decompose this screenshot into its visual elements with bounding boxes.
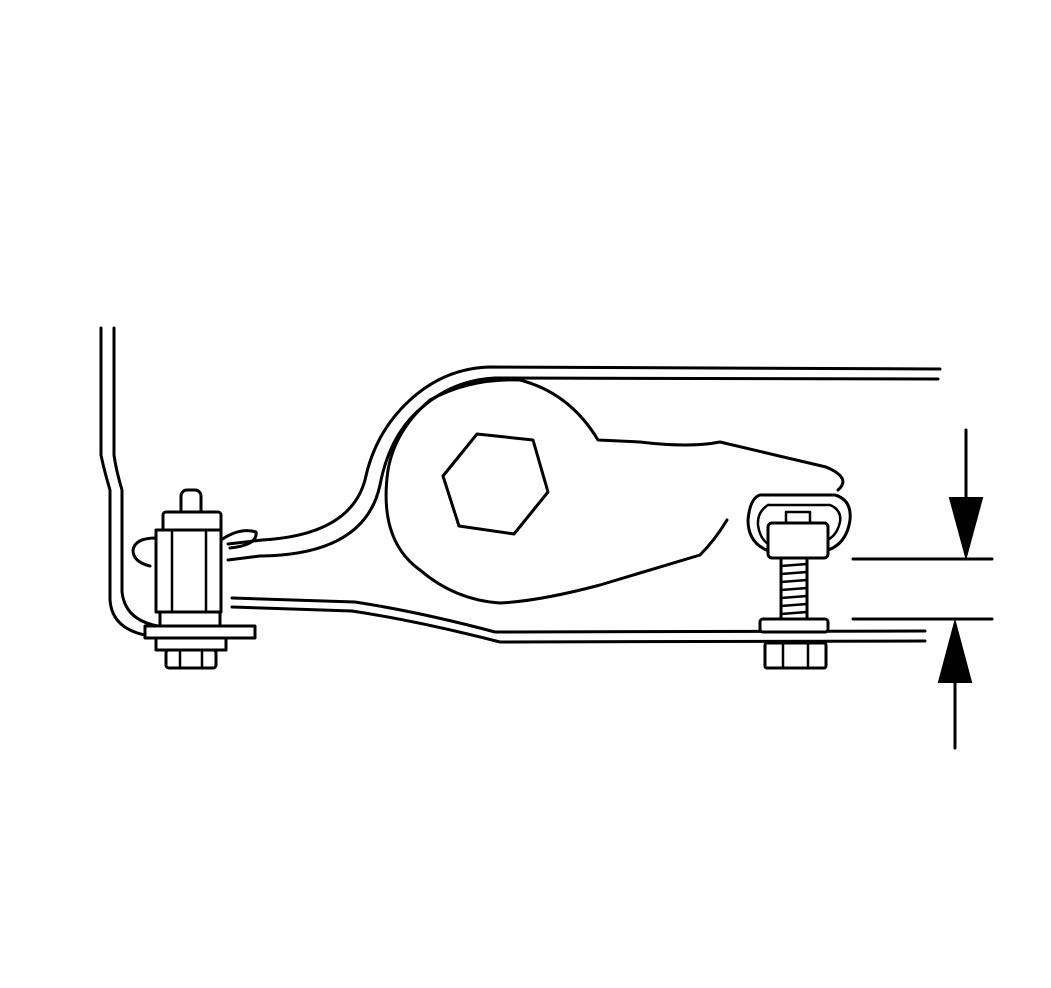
mounting-bracket [131,488,258,670]
frame-vertical-member [99,326,232,638]
adjuster-arm [384,378,845,605]
adjuster-bolt [746,493,852,670]
hex-socket [441,432,550,536]
dimension-lines [851,557,994,621]
dimension-arrow-down [948,428,984,561]
frame-bottom-rail [230,596,927,644]
dimension-arrow-up [937,618,973,750]
frame-top-rail [226,365,942,562]
